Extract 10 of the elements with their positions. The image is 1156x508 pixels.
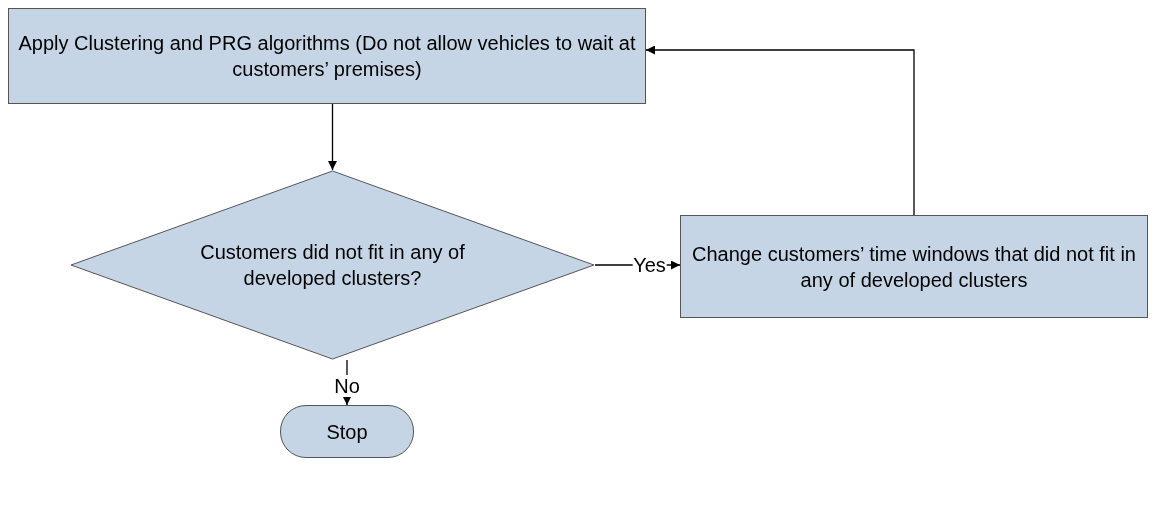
process-box bbox=[680, 215, 1148, 318]
terminator-shape bbox=[280, 405, 414, 458]
node-text: Stop bbox=[326, 419, 368, 445]
arrow bbox=[328, 103, 337, 171]
node-text: Customers did not fit in any of developed clusters? bbox=[199, 240, 466, 291]
arrow bbox=[645, 45, 915, 216]
node-text: Change customers’ time windows that did not fit in any of developed clusters bbox=[691, 241, 1137, 293]
edge-label: No bbox=[333, 375, 361, 397]
process-box bbox=[8, 8, 646, 104]
node-text: Apply Clustering and PRG algorithms (Do not allow vehicles to wait at customers’ premises) bbox=[17, 31, 637, 82]
